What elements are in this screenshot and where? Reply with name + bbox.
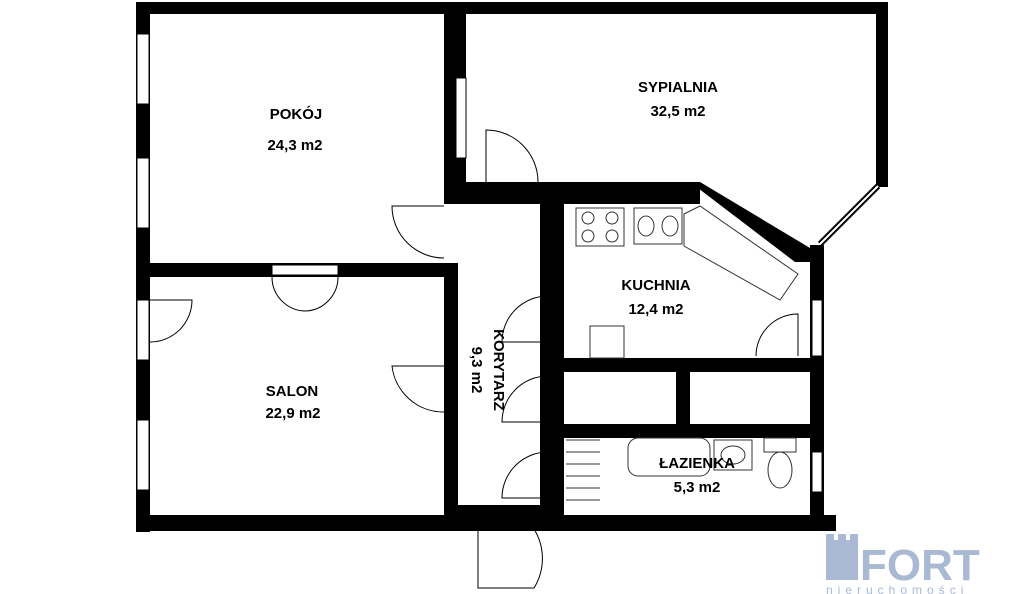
door-double-salon [271,276,339,312]
room-area-korytarz: 9,3 m2 [468,347,485,394]
room-area-lazienka: 5,3 m2 [674,479,721,496]
kitchen-sink [633,207,683,245]
fridge [589,325,625,359]
kitchen-fixtures [575,205,799,359]
door-sypialnia [485,129,539,183]
logo-brand: FORT [860,541,980,590]
room-area-sypialnia: 32,5 m2 [650,103,705,120]
door-storage [501,375,549,423]
window-kuchnia [811,299,823,357]
washbasin [713,439,753,471]
toilet-tank [763,437,797,453]
windows [136,33,823,493]
logo-subtitle: nieruchomości [826,583,968,594]
brand-logo: FORT nieruchomości [826,534,980,594]
window-salon-1 [136,299,150,361]
window-lazienka [811,451,823,493]
room-labels: POKÓJ 24,3 m2 SYPIALNIA 32,5 m2 KUCHNIA … [265,79,735,496]
stairs [566,439,600,501]
door-salon-korytarz [391,365,445,413]
bathtub [627,437,711,477]
tower-icon [826,534,858,580]
door-lazienka [501,451,549,499]
bathroom-fixtures [566,437,797,501]
stove [575,207,625,247]
window-pokoj-2 [136,157,150,229]
room-area-salon: 22,9 m2 [265,405,320,422]
kitchen-counter [683,205,799,301]
room-name-kuchnia: KUCHNIA [621,277,690,294]
window-sypialnia [455,77,467,159]
door-kuchnia-1 [501,295,549,343]
room-name-pokoj: POKÓJ [270,105,323,123]
room-area-kuchnia: 12,4 m2 [628,301,683,318]
walls [136,2,888,532]
toilet-bowl [767,451,793,489]
room-name-salon: SALON [266,383,319,400]
door-entrance [477,528,543,589]
room-name-korytarz: KORYTARZ [490,329,507,411]
doors [149,129,799,589]
window-entrance [271,264,339,276]
room-name-lazienka: ŁAZIENKA [659,455,735,472]
door-kuchnia-2 [755,313,799,357]
window-salon-2 [136,419,150,491]
door-pokoj [391,205,445,259]
door-salon-window [149,299,193,343]
room-name-sypialnia: SYPIALNIA [638,79,718,96]
room-area-pokoj: 24,3 m2 [267,137,322,154]
window-pokoj-1 [136,33,150,105]
